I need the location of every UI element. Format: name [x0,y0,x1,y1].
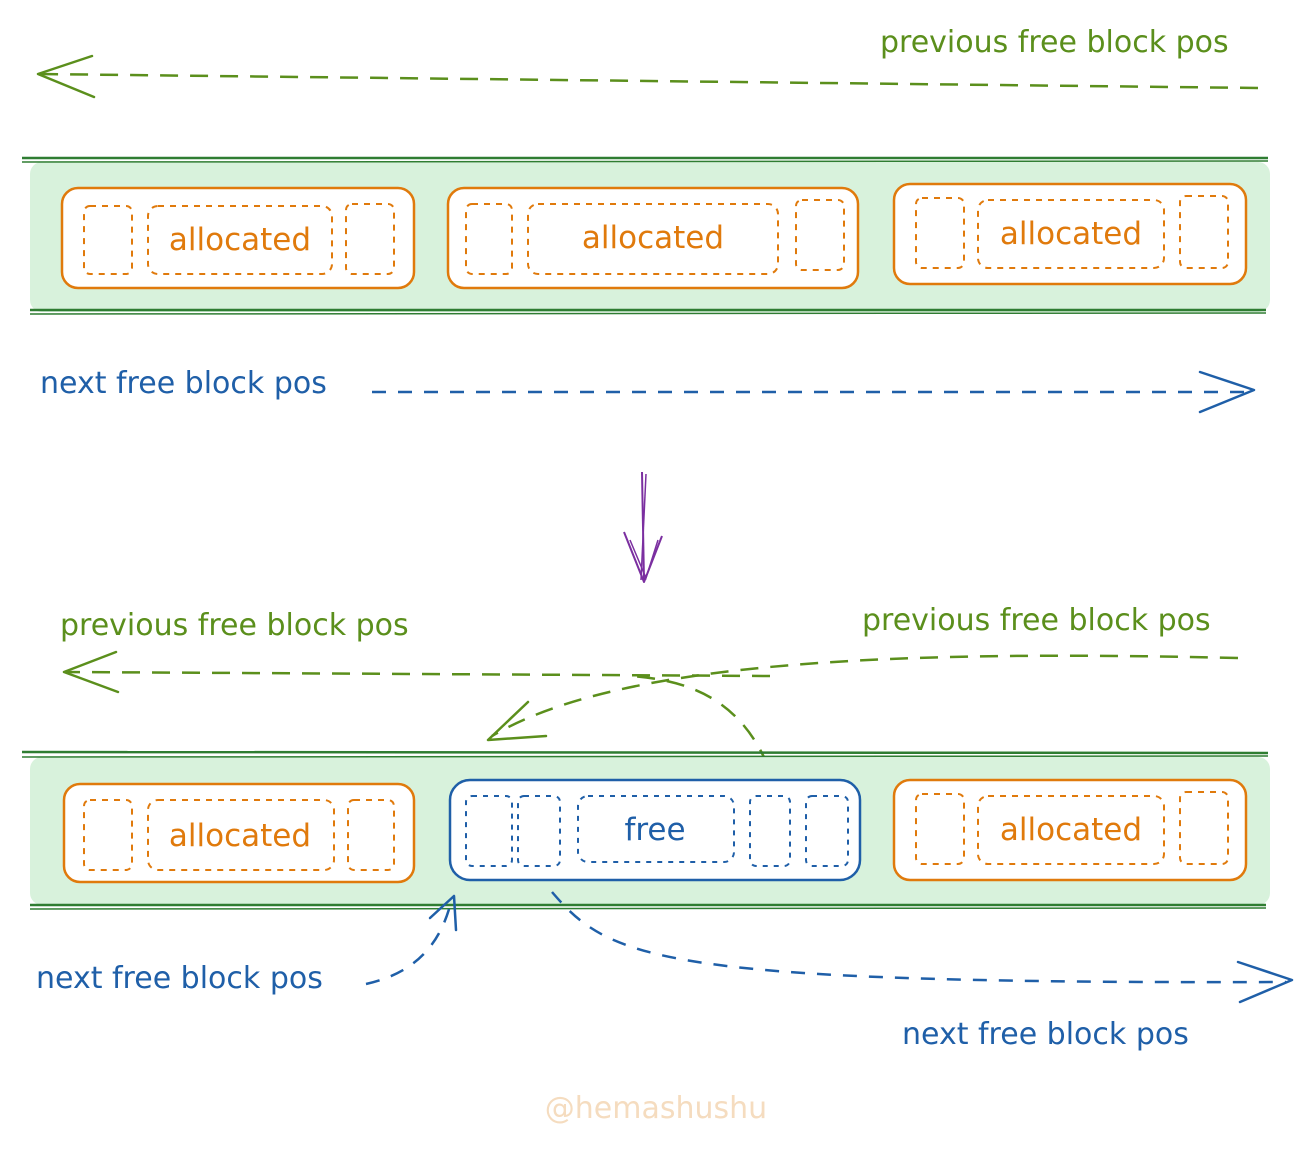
top-prev-free-label: previous free block pos [880,25,1229,60]
top-allocated-block-1: allocated [60,186,416,290]
bottom-prev-free-label-right: previous free block pos [862,603,1211,638]
top-prev-arrow [36,54,1259,99]
bottom-block-3-label: allocated [1000,812,1142,848]
watermark: @hemashushu [545,1091,767,1126]
top-allocated-block-3: allocated [892,182,1248,286]
bottom-free-block: free [448,778,862,882]
top-block-3-label: allocated [1000,216,1142,252]
top-block-2-label: allocated [582,220,724,256]
bottom-next-arrow-right [551,891,1294,1004]
bottom-prev-arrow-left [62,650,771,694]
top-next-free-label: next free block pos [40,366,327,401]
top-block-1-label: allocated [169,222,311,258]
bottom-free-block-label: free [624,812,685,848]
transition-arrow-icon [623,471,663,583]
bottom-next-free-label-left: next free block pos [36,961,323,996]
top-next-arrow [372,370,1256,414]
bottom-allocated-block-1: allocated [62,782,416,884]
bottom-next-arrow-left [365,894,458,986]
bottom-next-free-label-right: next free block pos [902,1017,1189,1052]
top-allocated-block-2: allocated [446,186,860,290]
bottom-prev-free-label-left: previous free block pos [60,608,409,643]
bottom-allocated-block-3: allocated [892,778,1248,882]
bottom-prev-arrow-curve [486,654,1239,742]
bottom-prev-arrow-from-free [629,674,770,767]
bottom-block-1-label: allocated [169,818,311,854]
